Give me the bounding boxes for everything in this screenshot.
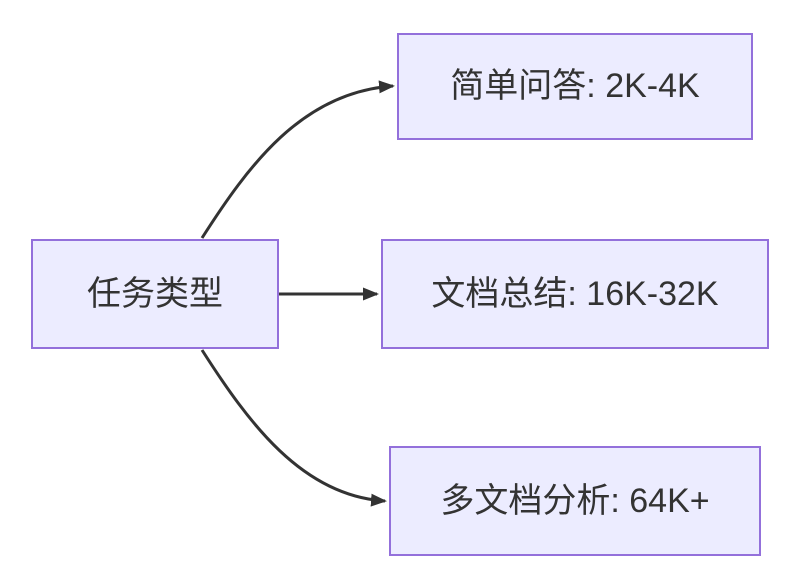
edge-source-to-qa bbox=[200, 80, 395, 239]
node-task-type: 任务类型 bbox=[31, 239, 279, 349]
node-simple-qa-label: 简单问答: 2K-4K bbox=[450, 67, 700, 106]
node-doc-summary-label: 文档总结: 16K-32K bbox=[431, 274, 719, 313]
node-multidoc-analysis: 多文档分析: 64K+ bbox=[389, 446, 761, 556]
node-simple-qa: 简单问答: 2K-4K bbox=[397, 33, 753, 140]
node-multidoc-analysis-label: 多文档分析: 64K+ bbox=[440, 481, 710, 520]
node-task-type-label: 任务类型 bbox=[87, 274, 223, 313]
node-doc-summary: 文档总结: 16K-32K bbox=[381, 239, 769, 349]
edge-source-to-multidoc bbox=[200, 349, 387, 507]
